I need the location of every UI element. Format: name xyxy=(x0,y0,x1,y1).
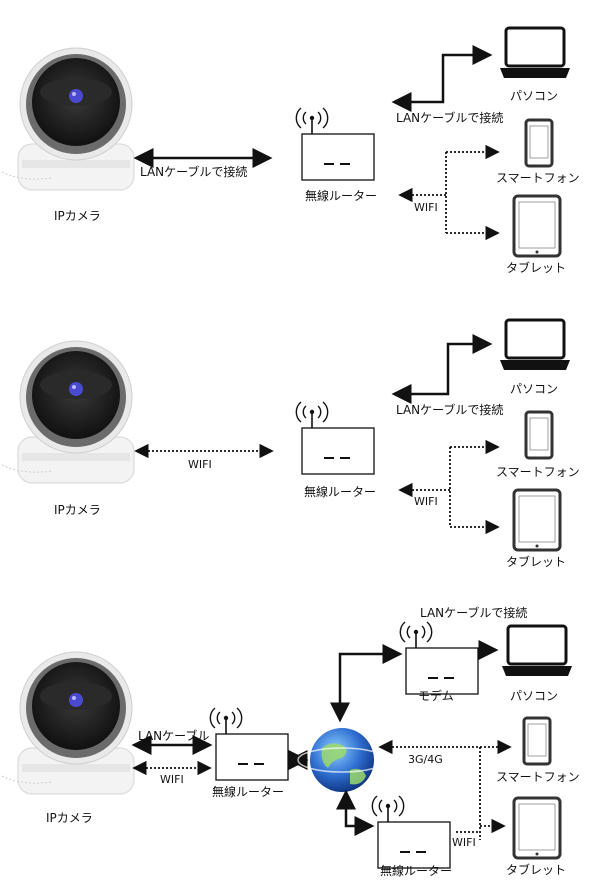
wifi-label: WIFI xyxy=(414,495,438,508)
wifi-label: WIFI xyxy=(414,201,438,214)
wireless-router-icon xyxy=(209,707,289,781)
ip-camera-icon xyxy=(1,340,135,484)
camera-link-label: WIFI xyxy=(188,458,212,471)
modem-link-label: LANケーブルで接続 xyxy=(420,605,527,620)
phone-label: スマートフォン xyxy=(496,171,580,185)
wireless-router-icon xyxy=(295,107,375,181)
camera-link-label: LANケーブルで接続 xyxy=(140,164,247,179)
tablet-label: タブレット xyxy=(506,554,566,569)
router2-wifi-label: WIFI xyxy=(452,836,476,849)
tablet-label: タブレット xyxy=(506,862,566,877)
smartphone-icon xyxy=(524,410,554,460)
globe-router2-link xyxy=(336,789,375,836)
diagram-1: IPカメラ LANケーブルで接続 無線ルーター LANケーブルで接続 WIFI … xyxy=(1,26,580,275)
tablet-label: タブレット xyxy=(506,260,566,275)
router2-label: 無線ルーター xyxy=(380,863,452,878)
modem-label: モデム xyxy=(418,688,454,703)
laptop-icon xyxy=(498,26,572,80)
diagram-2: IPカメラ WIFI 無線ルーター LANケーブルで接続 WIFI パソコン ス… xyxy=(1,318,580,569)
laptop-icon xyxy=(500,624,574,678)
modem-icon xyxy=(399,621,479,695)
tablet-icon xyxy=(512,194,562,258)
globe-modem-link xyxy=(330,644,403,723)
mobile-label: 3G/4G xyxy=(408,753,443,766)
camera-label: IPカメラ xyxy=(54,209,101,223)
router-pc-lan-link xyxy=(391,45,493,112)
diagram-3: IPカメラ LANケーブル WIFI 無線ルーター モデム LANケーブルで接続… xyxy=(1,605,580,878)
camera-label: IPカメラ xyxy=(46,811,93,825)
ip-camera-icon xyxy=(1,651,135,795)
router-pc-lan-link xyxy=(391,334,493,404)
router-label: 無線ルーター xyxy=(212,784,284,799)
tablet-icon xyxy=(512,488,562,552)
wireless-router-2-icon xyxy=(371,795,451,869)
camera-lan-label: LANケーブル xyxy=(138,728,209,743)
ip-camera-icon xyxy=(1,47,135,191)
router-label: 無線ルーター xyxy=(305,188,377,203)
router-pc-link-label: LANケーブルで接続 xyxy=(396,110,503,125)
camera-label: IPカメラ xyxy=(54,503,101,517)
pc-label: パソコン xyxy=(510,689,558,703)
phone-label: スマートフォン xyxy=(496,770,580,784)
laptop-icon xyxy=(498,318,572,372)
router-pc-link-label: LANケーブルで接続 xyxy=(396,402,503,417)
camera-wifi-label: WIFI xyxy=(160,773,184,786)
tablet-icon xyxy=(512,796,562,860)
internet-globe-icon xyxy=(297,728,387,792)
pc-label: パソコン xyxy=(510,382,558,396)
smartphone-icon xyxy=(524,118,554,168)
wireless-router-icon xyxy=(295,401,375,475)
phone-label: スマートフォン xyxy=(496,465,580,479)
router-label: 無線ルーター xyxy=(304,484,376,499)
smartphone-icon xyxy=(522,716,552,766)
pc-label: パソコン xyxy=(510,89,558,103)
